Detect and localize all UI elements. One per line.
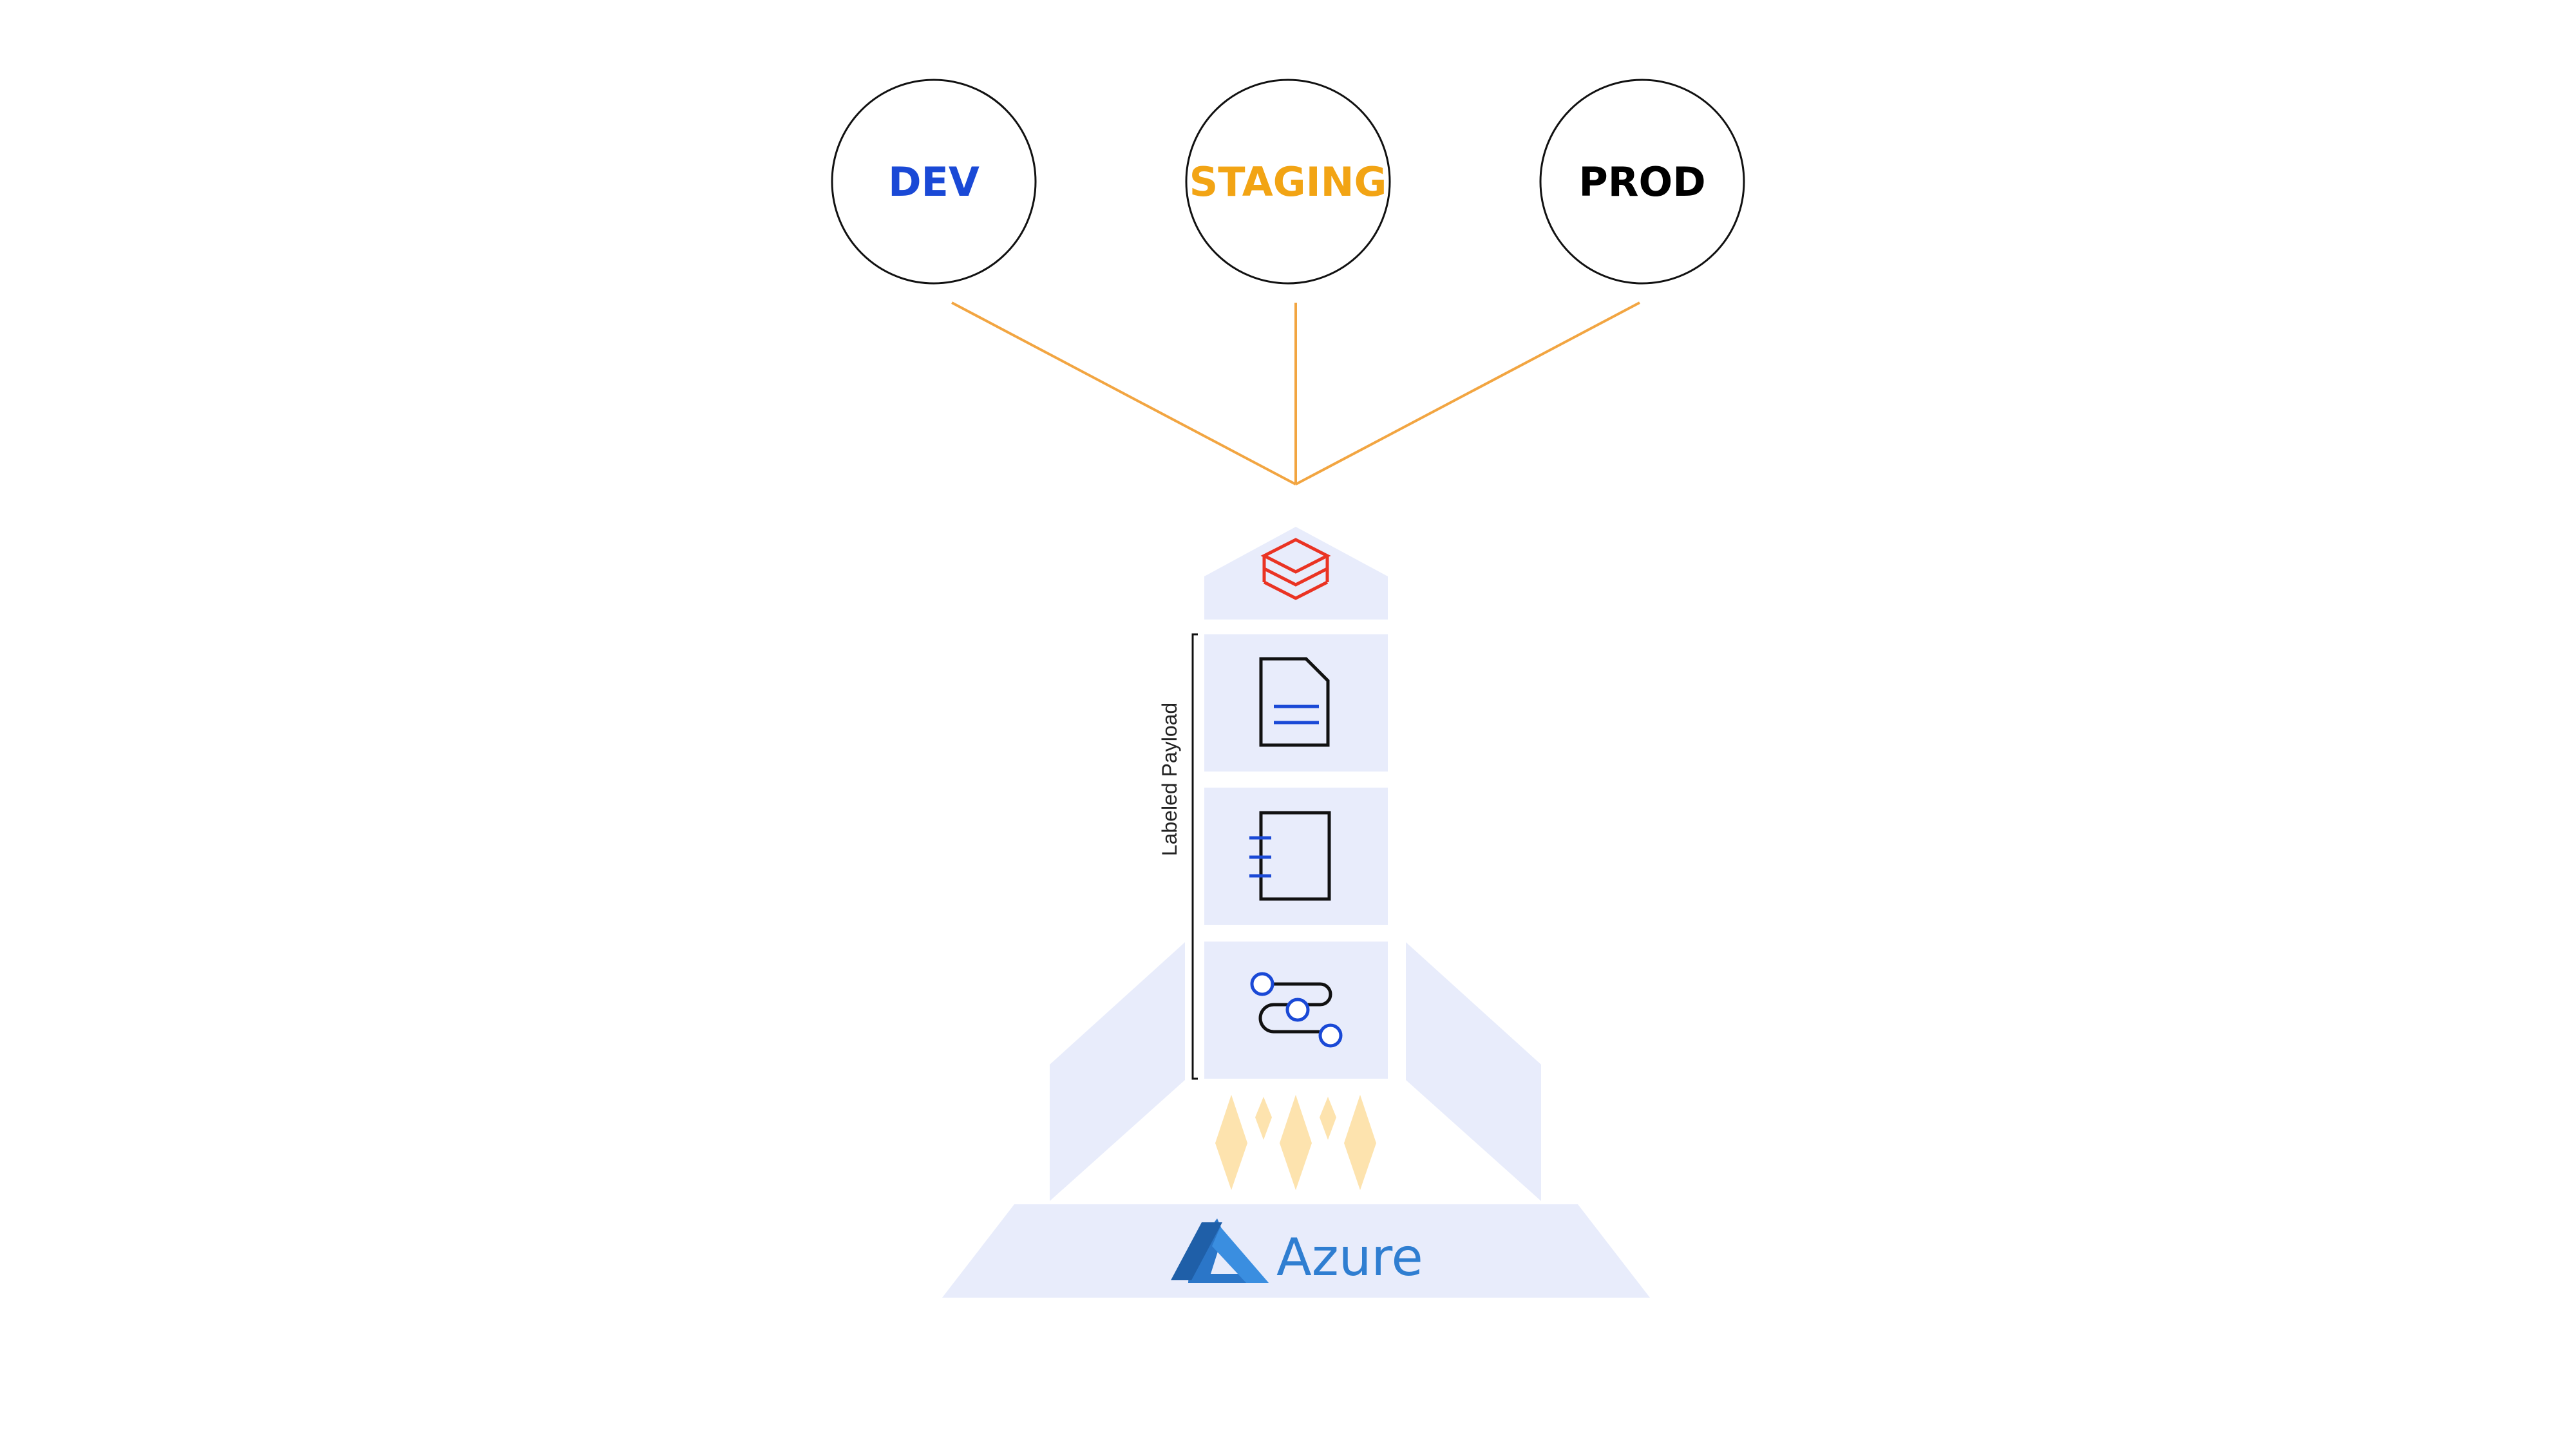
flame-2: [1255, 1097, 1272, 1140]
payload-module-pipeline: [1204, 942, 1388, 1079]
env-staging: STAGING: [1185, 79, 1391, 285]
connector-prod: [1295, 301, 1640, 486]
databricks-icon: [1260, 538, 1331, 600]
env-dev-label: DEV: [888, 158, 980, 205]
azure-launch-pad: Azure: [942, 1204, 1650, 1298]
flame-3: [1280, 1095, 1312, 1190]
payload-bracket: Labeled Payload: [1158, 633, 1198, 1080]
env-dev: DEV: [831, 79, 1037, 285]
flame-1: [1215, 1095, 1247, 1190]
document-icon: [1259, 657, 1330, 747]
env-prod-circle: [1539, 79, 1745, 285]
env-prod: PROD: [1539, 79, 1745, 285]
env-prod-label: PROD: [1578, 158, 1705, 205]
rocket-flames: [1215, 1095, 1376, 1190]
notebook-icon: [1249, 811, 1331, 901]
connector-dev: [951, 301, 1296, 486]
rocket-right-wing: [1406, 942, 1541, 1201]
env-staging-label: STAGING: [1189, 158, 1387, 205]
env-staging-circle: [1185, 79, 1391, 285]
payload-module-notebook: [1204, 788, 1388, 925]
rocket-left-wing: [1050, 942, 1185, 1201]
payload-module-document: [1204, 634, 1388, 772]
rocket-nose: [1204, 527, 1388, 620]
module-notebook-bg: [1204, 788, 1388, 925]
azure-logo-icon: [1171, 1218, 1269, 1283]
payload-label: Labeled Payload: [1158, 703, 1181, 856]
flame-5: [1344, 1095, 1376, 1190]
flame-4: [1320, 1097, 1336, 1140]
pipeline-icon: [1250, 972, 1343, 1048]
env-dev-circle: [831, 79, 1037, 285]
azure-label: Azure: [1276, 1227, 1423, 1287]
deployment-connectors: [951, 301, 1640, 486]
launch-pad-base: [942, 1204, 1650, 1298]
module-document-bg: [1204, 634, 1388, 772]
